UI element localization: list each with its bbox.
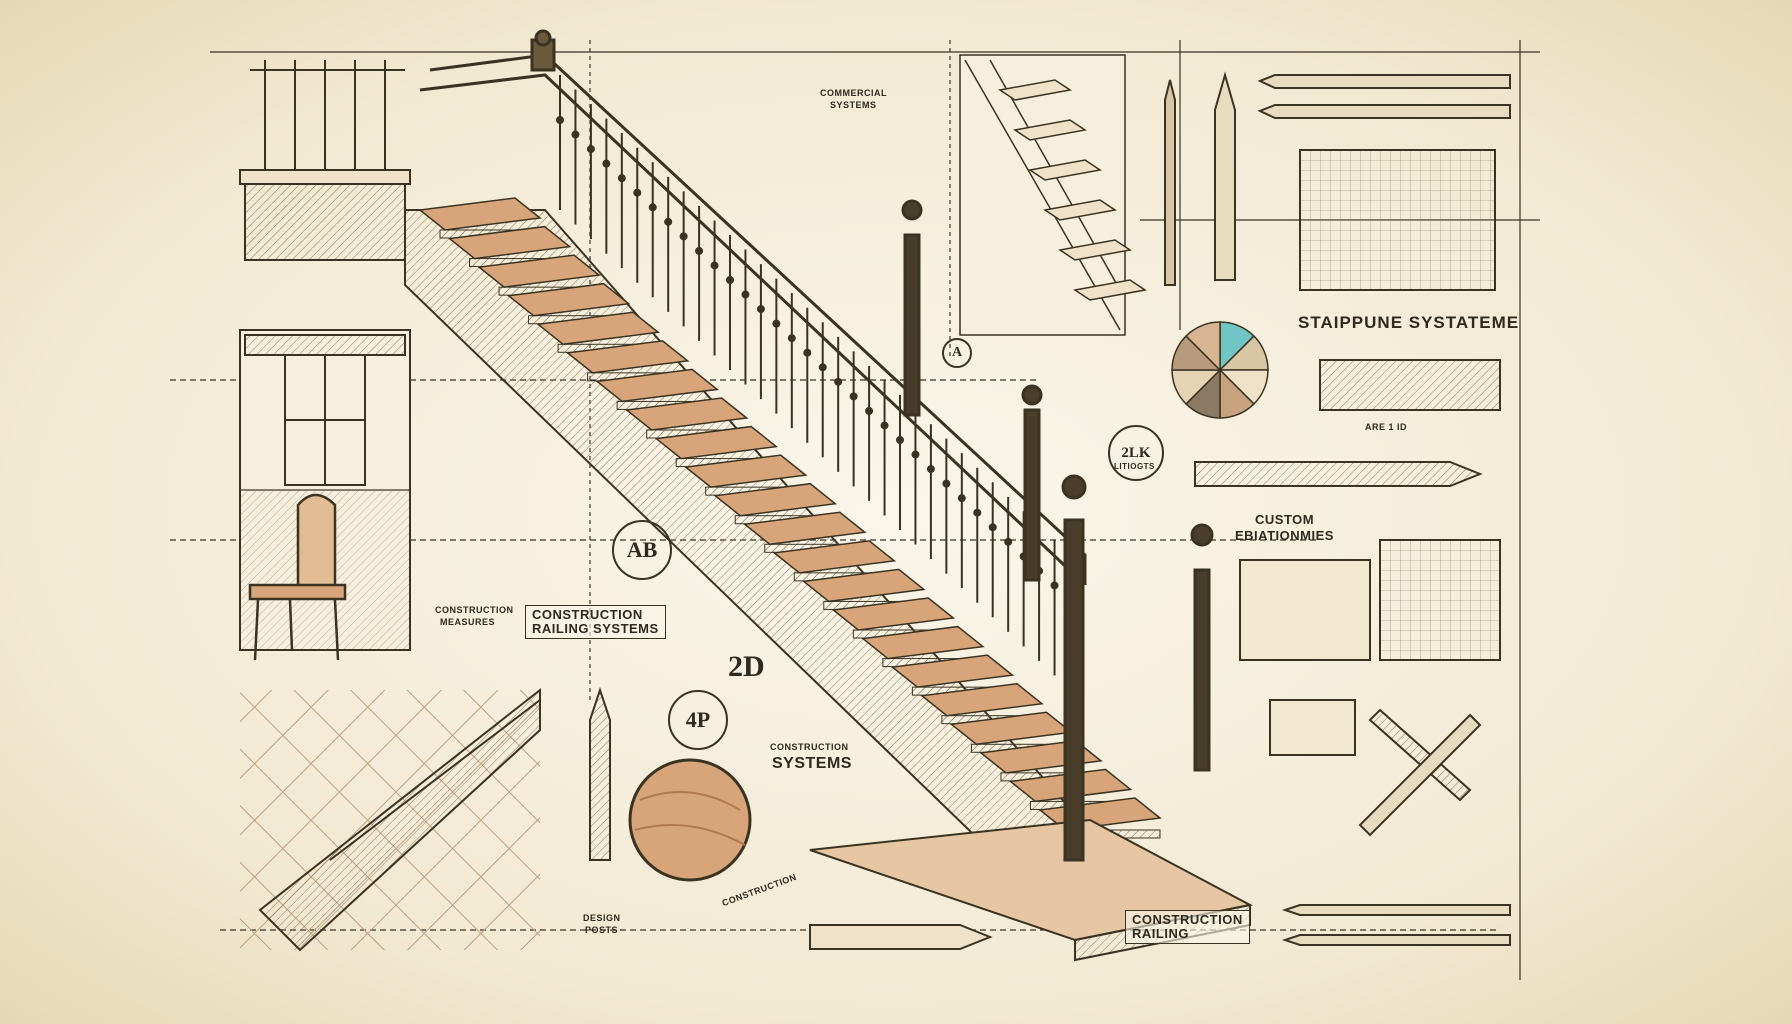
grid-notebooks bbox=[1239, 149, 1501, 756]
stair-tread bbox=[624, 397, 749, 431]
stair-tread bbox=[565, 340, 690, 374]
baluster-knot bbox=[973, 508, 982, 517]
marker-a: A bbox=[942, 338, 972, 368]
baluster-knot bbox=[726, 276, 734, 284]
railing-box-line2: RAILING SYSTEMS bbox=[532, 621, 659, 636]
stair-tread bbox=[418, 197, 542, 231]
upper-landing bbox=[239, 60, 411, 261]
left-small-1: CONSTRUCTION bbox=[435, 605, 514, 615]
baluster-knot bbox=[803, 348, 812, 357]
baluster-knot bbox=[741, 290, 750, 299]
baluster-knot bbox=[586, 145, 595, 154]
bottom-railing-box: CONSTRUCTION RAILING bbox=[1125, 910, 1250, 944]
stair-tread bbox=[506, 282, 631, 317]
baluster-knot bbox=[617, 174, 626, 183]
baluster-knot bbox=[633, 188, 642, 197]
baluster-knot bbox=[911, 450, 920, 459]
label-commercial: COMMERCIAL bbox=[820, 88, 887, 98]
label-systems-top: SYSTEMS bbox=[830, 100, 877, 110]
label-are: ARE 1 ID bbox=[1365, 422, 1408, 432]
baluster-knot bbox=[710, 261, 719, 270]
stair-tread bbox=[683, 454, 808, 488]
floating-tread bbox=[1028, 159, 1102, 181]
tag-4p: 4P bbox=[668, 690, 728, 750]
main-title: STAIPPUNE SYSTATEME bbox=[1298, 313, 1520, 332]
marker-a-value: A bbox=[951, 345, 963, 360]
baluster-knot bbox=[880, 421, 889, 430]
stair-tread bbox=[861, 625, 985, 660]
floating-tread bbox=[1073, 279, 1147, 301]
baluster-knot bbox=[926, 465, 935, 474]
stair-tread bbox=[831, 597, 956, 631]
rating-value: 2LK bbox=[1121, 444, 1151, 461]
floating-tread bbox=[1043, 199, 1117, 221]
bottom-left-2: POSTS bbox=[585, 925, 619, 935]
stair-tread bbox=[477, 254, 601, 288]
floating-tread bbox=[1058, 239, 1132, 261]
floating-tread bbox=[1013, 119, 1087, 141]
baluster-knot bbox=[602, 159, 611, 168]
ab-badge: AB bbox=[612, 520, 672, 580]
baluster-knot bbox=[1050, 581, 1059, 590]
bottom-box-line1: CONSTRUCTION bbox=[1132, 912, 1243, 927]
baluster-knot bbox=[1004, 537, 1013, 546]
stair-tread bbox=[447, 225, 572, 260]
baluster-knot bbox=[648, 203, 657, 212]
label-ebiationmies: EBIATIONMIES bbox=[1235, 528, 1334, 543]
baluster-knot bbox=[756, 305, 765, 314]
stair-tread bbox=[742, 511, 867, 546]
chair bbox=[248, 493, 347, 661]
floating-stair-sketch bbox=[959, 54, 1147, 336]
mid-small: CONSTRUCTION bbox=[770, 742, 849, 752]
wood-sample bbox=[628, 758, 752, 882]
stair-tread bbox=[713, 482, 838, 517]
handrail bbox=[419, 29, 1214, 862]
stair-tread bbox=[890, 654, 1015, 688]
ab-value: AB bbox=[626, 537, 658, 562]
baluster-knot bbox=[957, 494, 966, 503]
baluster-knot bbox=[664, 217, 673, 226]
crossed-rulers bbox=[1358, 708, 1482, 837]
stair-tread bbox=[920, 682, 1044, 717]
bottom-left-1: DESIGN bbox=[583, 913, 621, 923]
floating-tread bbox=[998, 79, 1072, 101]
stair-tread bbox=[772, 540, 897, 574]
baluster-knot bbox=[942, 479, 951, 488]
stair-tread bbox=[536, 311, 660, 346]
rating-badge: 2LK bbox=[1108, 425, 1164, 481]
stair-tread bbox=[654, 425, 779, 460]
baluster-knot bbox=[571, 130, 580, 139]
rating-sub: LITIOGTS bbox=[1114, 462, 1155, 471]
railing-systems-box: CONSTRUCTION RAILING SYSTEMS bbox=[525, 605, 666, 639]
mid-big: SYSTEMS bbox=[772, 755, 852, 772]
stair-tread bbox=[801, 568, 926, 603]
pencils bbox=[589, 71, 1511, 950]
baluster-knot bbox=[896, 436, 904, 444]
baluster-knot bbox=[679, 232, 688, 241]
left-small-2: MEASURES bbox=[440, 617, 496, 627]
baluster-knot bbox=[865, 406, 874, 415]
baluster-knot bbox=[556, 116, 564, 124]
tag-4p-value: 4P bbox=[685, 707, 711, 732]
railing-box-line1: CONSTRUCTION bbox=[532, 607, 643, 622]
baluster-knot bbox=[849, 392, 858, 401]
baluster-knot bbox=[695, 246, 704, 255]
color-wheel bbox=[1171, 321, 1269, 419]
window-wall bbox=[239, 329, 411, 651]
baluster-knot bbox=[772, 319, 781, 328]
baluster-knot bbox=[988, 523, 997, 532]
tag-2d: 2D bbox=[728, 650, 765, 683]
tile-stair-sketch bbox=[240, 687, 541, 952]
baluster-knot bbox=[787, 334, 796, 343]
baluster-knot bbox=[818, 363, 827, 372]
color-wheel-slice bbox=[1184, 321, 1221, 372]
label-custom: CUSTOM bbox=[1255, 512, 1315, 527]
bottom-box-line2: RAILING bbox=[1132, 926, 1189, 941]
stair-tread bbox=[595, 368, 719, 403]
baluster-knot bbox=[834, 377, 843, 386]
